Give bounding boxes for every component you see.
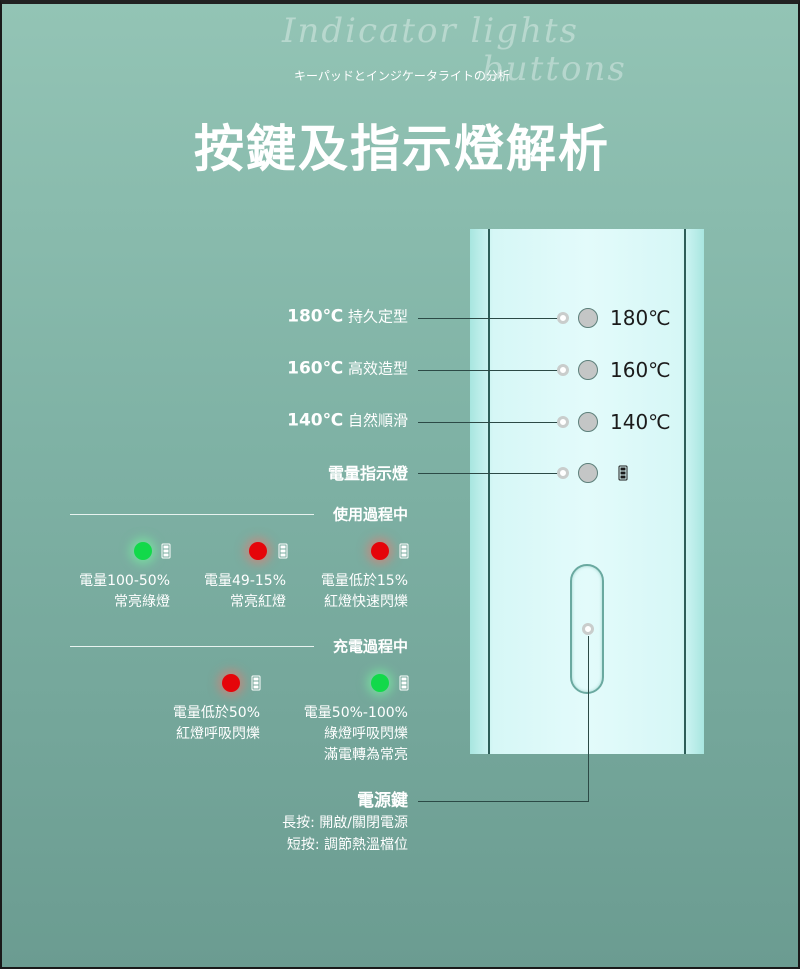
leader-line xyxy=(418,422,558,423)
power-button[interactable] xyxy=(570,564,604,694)
red-led-icon xyxy=(371,542,389,560)
leader-line xyxy=(418,801,589,802)
temp-180-button[interactable] xyxy=(578,308,598,328)
battery-icon xyxy=(399,675,409,691)
battery-icon xyxy=(278,543,288,559)
battery-indicator-label: 電量指示燈 xyxy=(327,464,408,483)
red-led-icon xyxy=(249,542,267,560)
battery-icon xyxy=(399,543,409,559)
mode-label-140: 140℃ 自然順滑 xyxy=(287,410,408,431)
indicator-light xyxy=(557,416,569,428)
long-press-text: 長按: 開啟/關閉電源 xyxy=(282,815,408,831)
leader-line xyxy=(418,473,558,474)
panel-label-160: 160℃ xyxy=(610,358,671,382)
battery-icon xyxy=(251,675,261,691)
indicator-light xyxy=(557,467,569,479)
short-press-text: 短按: 調節熱溫檔位 xyxy=(286,837,408,853)
in-use-heading: 使用過程中 xyxy=(332,505,408,524)
green-led-icon xyxy=(134,542,152,560)
leader-line xyxy=(418,370,558,371)
panel-label-180: 180℃ xyxy=(610,306,671,330)
charging-status-2: 電量50%-100%綠燈呼吸閃爍滿電轉為常亮 xyxy=(303,705,408,763)
in-use-status-1: 電量100-50%常亮綠燈 xyxy=(79,573,170,610)
power-title: 電源鍵 xyxy=(357,791,408,811)
power-indicator xyxy=(582,623,594,635)
indicator-light xyxy=(557,312,569,324)
subtitle: キーパッドとインジケータライトの分析 xyxy=(294,69,510,83)
charging-heading: 充電過程中 xyxy=(332,637,408,656)
charging-status-1: 電量低於50%紅燈呼吸閃爍 xyxy=(172,705,260,742)
panel-label-140: 140℃ xyxy=(610,410,671,434)
battery-icon xyxy=(618,465,628,481)
leader-line xyxy=(588,636,589,802)
mode-label-160: 160℃ 高效造型 xyxy=(287,358,408,379)
battery-icon xyxy=(161,543,171,559)
temp-140-button[interactable] xyxy=(578,412,598,432)
divider xyxy=(70,646,314,647)
battery-indicator xyxy=(578,463,598,483)
power-description: 電源鍵 長按: 開啟/關閉電源 短按: 調節熱溫檔位 xyxy=(282,790,408,856)
temp-160-button[interactable] xyxy=(578,360,598,380)
leader-line xyxy=(418,318,558,319)
indicator-light xyxy=(557,364,569,376)
divider xyxy=(70,514,314,515)
red-led-icon xyxy=(222,674,240,692)
in-use-status-3: 電量低於15%紅燈快速閃爍 xyxy=(320,573,408,610)
green-led-icon xyxy=(371,674,389,692)
mode-label-180: 180℃ 持久定型 xyxy=(287,306,408,327)
page-title: 按鍵及指示燈解析 xyxy=(194,119,610,178)
in-use-status-2: 電量49-15%常亮紅燈 xyxy=(204,573,286,610)
